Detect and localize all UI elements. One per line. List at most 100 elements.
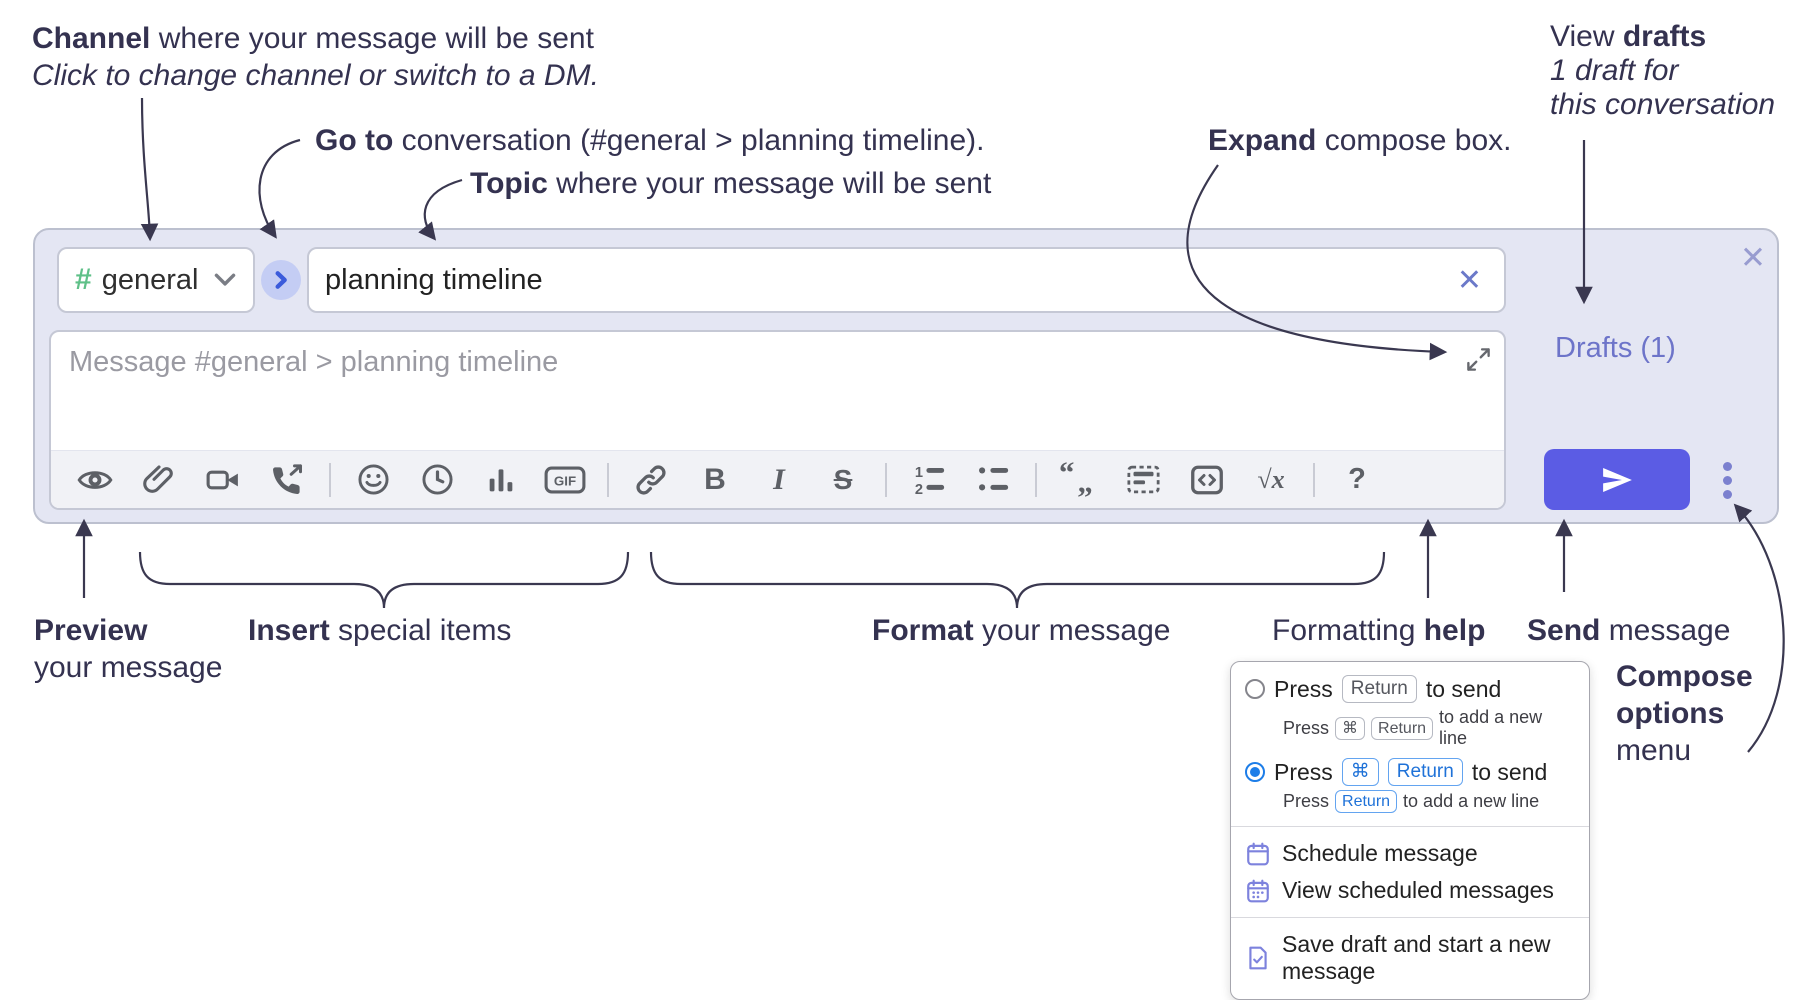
quote-button[interactable]: “„: [1059, 458, 1099, 502]
annotation-format: Format your message: [872, 614, 1171, 647]
svg-text:“: “: [1059, 461, 1074, 490]
message-input[interactable]: [51, 332, 1504, 450]
poll-icon: [484, 463, 518, 497]
preview-button[interactable]: [75, 458, 115, 502]
svg-text:GIF: GIF: [554, 473, 576, 488]
bulleted-list-button[interactable]: [973, 458, 1013, 502]
strikethrough-icon: S: [833, 463, 853, 495]
compose-box: # general ✕ GIF B I S 12 “„ √x? Drafts (1) ✕: [33, 228, 1779, 524]
time-icon: [420, 462, 455, 497]
annotation-compose-options: Compose options menu: [1616, 660, 1753, 767]
preview-icon: [77, 462, 113, 498]
compose-options-menu-button[interactable]: [1713, 454, 1741, 506]
italic-button[interactable]: I: [759, 458, 799, 502]
drafts-link[interactable]: Drafts (1): [1555, 332, 1676, 364]
gif-icon: GIF: [544, 463, 586, 497]
toolbar-divider: [1035, 462, 1037, 497]
send-button[interactable]: [1544, 449, 1690, 510]
video-call-button[interactable]: [203, 458, 243, 502]
annotation-topic: Topic where your message will be sent: [470, 167, 992, 200]
channel-hash-icon: #: [75, 263, 92, 296]
annotation-view-drafts: View drafts 1 draft for this conversatio…: [1550, 20, 1776, 121]
code-button[interactable]: [1187, 458, 1227, 502]
keycap: Return: [1387, 758, 1463, 786]
draft-doc-icon: [1245, 945, 1271, 971]
toolbar-divider: [329, 462, 331, 497]
gif-button[interactable]: GIF: [544, 458, 586, 502]
topic-input[interactable]: [309, 263, 1504, 297]
popup-divider: [1231, 826, 1589, 827]
toolbar-divider: [1313, 462, 1315, 497]
help-icon: ?: [1348, 463, 1366, 495]
message-box: GIF B I S 12 “„ √x?: [49, 330, 1506, 510]
attach-file-icon: [142, 463, 176, 497]
svg-text:„: „: [1077, 465, 1092, 498]
calendar-icon: [1245, 841, 1271, 867]
vertical-dots-icon: [1722, 461, 1732, 471]
expand-compose-icon[interactable]: [1465, 346, 1492, 373]
toolbar-divider: [607, 462, 609, 497]
italic-icon: I: [773, 462, 785, 496]
chevron-down-icon: [214, 273, 236, 287]
math-button[interactable]: √x: [1251, 458, 1291, 502]
menu-item-view-scheduled-messages[interactable]: View scheduled messages: [1231, 872, 1589, 909]
poll-button[interactable]: [481, 458, 521, 502]
clear-topic-icon[interactable]: ✕: [1456, 264, 1482, 297]
link-button[interactable]: [631, 458, 671, 502]
svg-text:2: 2: [914, 482, 922, 498]
send-plane-icon: [1596, 463, 1638, 497]
annotation-insert: Insert special items: [248, 614, 512, 647]
annotation-expand: Expand compose box.: [1208, 124, 1512, 157]
calendar-grid-icon: [1245, 878, 1271, 904]
menu-item-save-draft-new-message[interactable]: Save draft and start a new message: [1231, 926, 1589, 990]
menu-item-schedule-message[interactable]: Schedule message: [1231, 835, 1589, 872]
spoiler-icon: [1125, 461, 1162, 498]
strikethrough-button[interactable]: S: [823, 458, 863, 502]
annotation-channel: Channel where your message will be sent …: [32, 22, 599, 92]
keycap: Return: [1371, 716, 1434, 740]
keycap: Return: [1335, 790, 1398, 813]
keycap: ⌘: [1341, 758, 1379, 786]
link-icon: [633, 462, 669, 498]
emoji-button[interactable]: [353, 458, 393, 502]
menu-item-label: View scheduled messages: [1282, 877, 1554, 903]
radio-icon[interactable]: [1245, 679, 1265, 699]
menu-item-label: Save draft and start a new message: [1282, 931, 1551, 984]
annotation-preview: Preview your message: [34, 614, 223, 684]
bold-button[interactable]: B: [695, 458, 735, 502]
emoji-icon: [356, 462, 391, 497]
topic-field-container: ✕: [307, 247, 1506, 313]
spoiler-button[interactable]: [1123, 458, 1163, 502]
keycap: Return: [1341, 675, 1417, 703]
chevron-right-icon: [271, 270, 291, 290]
bulleted-list-icon: [975, 461, 1012, 498]
keycap: ⌘: [1335, 716, 1366, 740]
audio-call-icon: [269, 462, 305, 498]
go-to-conversation-button[interactable]: [261, 260, 301, 300]
code-icon: [1189, 462, 1225, 498]
annotation-goto: Go to conversation (#general > planning …: [315, 124, 985, 157]
video-call-icon: [204, 463, 242, 497]
menu-item-label: Schedule message: [1282, 840, 1478, 866]
annotation-formatting-help: Formatting help: [1272, 614, 1486, 647]
audio-call-button[interactable]: [267, 458, 307, 502]
bold-icon: B: [704, 462, 726, 496]
help-button[interactable]: ?: [1337, 458, 1377, 502]
attach-file-button[interactable]: [139, 458, 179, 502]
channel-name: general: [101, 263, 199, 296]
channel-picker[interactable]: # general: [57, 247, 255, 313]
toolbar-divider: [885, 462, 887, 497]
svg-text:1: 1: [914, 465, 922, 481]
quote-icon: “„: [1059, 461, 1099, 498]
time-button[interactable]: [417, 458, 457, 502]
annotation-send: Send message: [1527, 614, 1731, 647]
radio-selected-icon[interactable]: [1245, 762, 1265, 782]
math-icon: √x: [1257, 464, 1285, 494]
close-compose-icon[interactable]: ✕: [1740, 240, 1766, 275]
